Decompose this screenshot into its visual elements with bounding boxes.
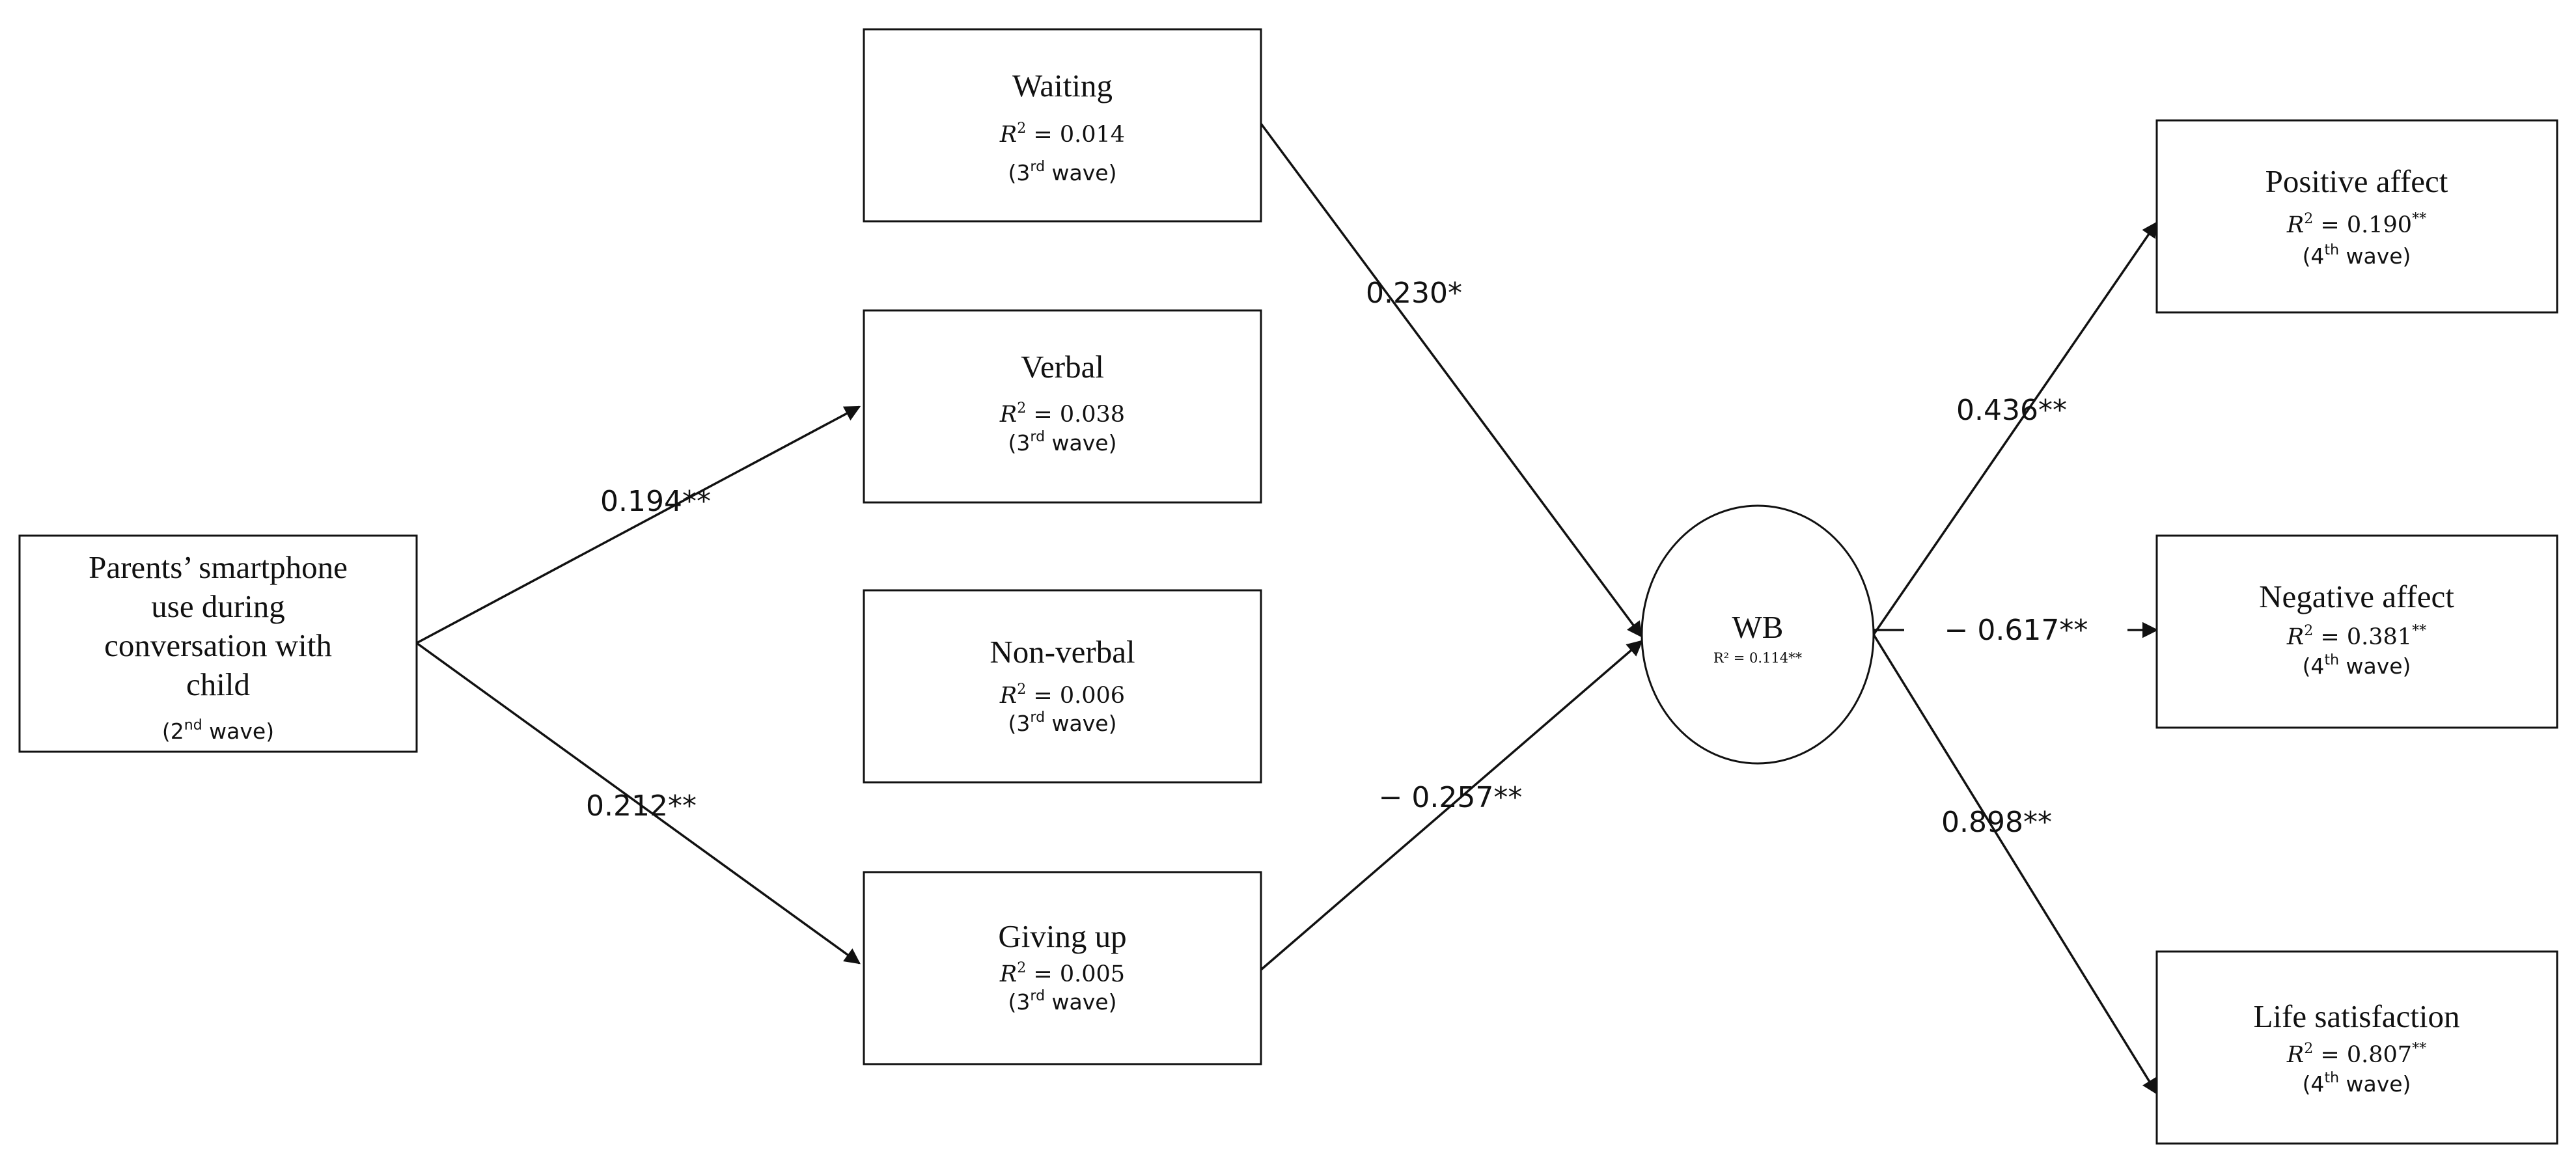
node-positive-title: Positive affect [2265,163,2448,199]
node-verbal-box [863,309,1262,504]
edge-waiting-wb [1260,122,1643,638]
node-givingup-box [863,871,1262,1065]
node-wb-ellipse [1641,504,1875,765]
node-givingup-r2: R2 = 0.005 [999,960,1125,987]
node-negative-title: Negative affect [2259,579,2454,614]
coef-wb-negative: − 0.617** [1945,614,2088,647]
node-negative-box [2155,534,2558,729]
node-wb-r2: R² = 0.114** [1713,650,1803,666]
node-verbal-wave: (3rd wave) [1008,429,1117,456]
node-givingup: Giving up R2 = 0.005 (3rd wave) [863,871,1262,1065]
node-positive-r2: R2 = 0.190** [2286,211,2426,238]
node-positive-wave: (4th wave) [2303,242,2411,269]
coef-waiting-wb: 0.230* [1366,277,1462,310]
node-negative-wave: (4th wave) [2303,652,2411,679]
node-parents-box [18,534,418,753]
node-nonverbal-wave: (3rd wave) [1008,709,1117,736]
edge-wb-positive [1872,221,2158,635]
path-coefficients: 0.194** 0.212** 0.230* − 0.257** 0.436**… [586,277,2088,839]
node-life-r2: R2 = 0.807** [2286,1041,2426,1068]
node-wb: WB R² = 0.114** [1641,504,1875,765]
node-parents-wave: (2nd wave) [162,717,274,744]
node-parents-line-2: use during [151,588,285,624]
node-verbal-title: Verbal [1021,349,1104,385]
node-waiting-wave: (3rd wave) [1008,159,1117,185]
node-verbal: Verbal R2 = 0.038 (3rd wave) [863,309,1262,504]
node-waiting-title: Waiting [1012,68,1113,103]
node-nonverbal-r2: R2 = 0.006 [999,681,1125,709]
node-wb-title: WB [1732,609,1784,645]
edge-parents-givingup [415,642,861,965]
coef-wb-life: 0.898** [1941,806,2052,839]
node-life-title: Life satisfaction [2253,998,2459,1034]
node-parents-line-1: Parents’ smartphone [89,549,348,585]
node-positive: Positive affect R2 = 0.190** (4th wave) [2155,119,2558,314]
node-life: Life satisfaction R2 = 0.807** (4th wave… [2155,950,2558,1145]
edge-wb-life [1872,634,2158,1095]
node-negative-r2: R2 = 0.381** [2286,623,2426,650]
edge-parents-verbal [416,405,861,644]
coef-parents-givingup: 0.212** [586,789,697,823]
node-negative: Negative affect R2 = 0.381** (4th wave) [2155,534,2558,729]
edges [415,122,2159,1095]
node-parents: Parents’ smartphone use during conversat… [18,534,418,753]
coef-givingup-wb: − 0.257** [1379,781,1523,814]
coef-wb-positive: 0.436** [1956,394,2067,427]
node-nonverbal-box [863,589,1262,784]
node-life-box [2155,950,2558,1145]
coef-parents-verbal: 0.194** [600,485,711,518]
node-parents-line-3: conversation with [104,627,332,663]
node-waiting: Waiting R2 = 0.014 (3rd wave) [863,28,1262,223]
node-verbal-r2: R2 = 0.038 [999,400,1125,428]
node-nonverbal: Non-verbal R2 = 0.006 (3rd wave) [863,589,1262,784]
node-givingup-title: Giving up [998,918,1126,954]
node-positive-box [2155,119,2558,314]
node-givingup-wave: (3rd wave) [1008,988,1117,1015]
node-parents-line-4: child [186,666,250,702]
edge-givingup-wb [1260,640,1643,971]
node-life-wave: (4th wave) [2303,1070,2411,1097]
node-waiting-r2: R2 = 0.014 [999,120,1125,148]
node-waiting-box [863,28,1262,223]
node-nonverbal-title: Non-verbal [990,634,1135,670]
